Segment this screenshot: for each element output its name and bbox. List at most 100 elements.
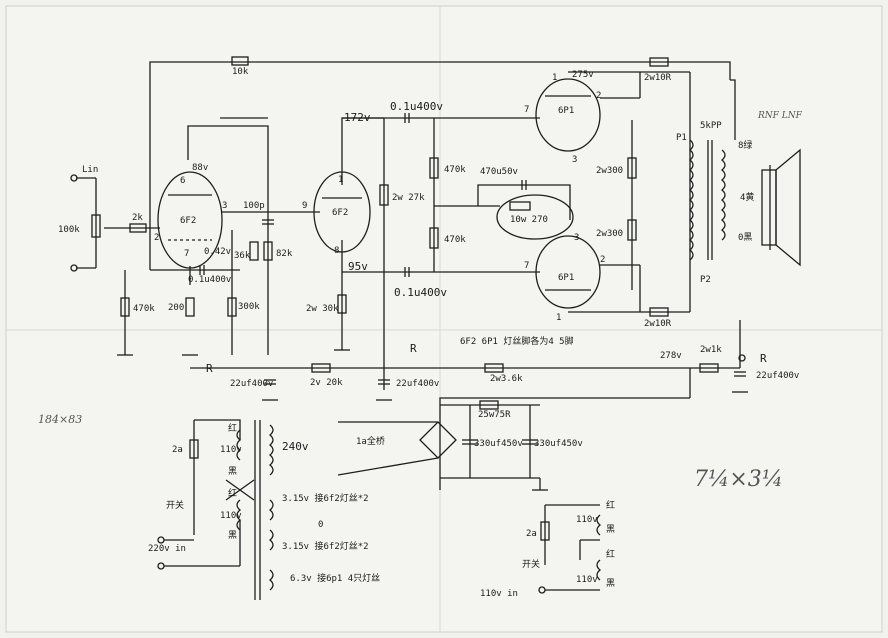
svg-text:R: R	[206, 362, 213, 375]
svg-text:3: 3	[222, 201, 227, 211]
cathode-resistor: 10w 270	[510, 215, 548, 225]
svg-text:黑: 黑	[228, 530, 237, 541]
handwritten-notes: 184×83 7¼×3¼	[38, 413, 783, 492]
output-plate-voltage: 275v	[572, 70, 594, 80]
svg-text:2v 20k: 2v 20k	[310, 378, 343, 388]
svg-text:100p: 100p	[243, 201, 265, 211]
svg-text:25w75R: 25w75R	[478, 410, 511, 420]
svg-text:黑: 黑	[606, 578, 615, 589]
heater-note: 6F2 6P1 灯丝脚各为4 5脚	[460, 335, 574, 347]
supply-labels: 278v 2w1k 2w3.6k 2v 20k 22uf400v 22uf400…	[206, 342, 799, 449]
bridge-rectifier-label: 1a全桥	[356, 435, 385, 447]
stage1-plate-voltage: 88v	[192, 163, 208, 173]
svg-text:1: 1	[338, 175, 343, 185]
svg-text:110v in: 110v in	[480, 589, 518, 599]
svg-text:330uf450v: 330uf450v	[474, 439, 523, 449]
svg-text:2w300: 2w300	[596, 229, 623, 239]
svg-text:2: 2	[596, 91, 601, 101]
stage1-cathode-voltage: 0.42v	[204, 247, 231, 257]
svg-text:7: 7	[524, 105, 529, 115]
svg-text:红: 红	[606, 499, 615, 511]
tube-output-bottom	[535, 235, 601, 309]
svg-text:7: 7	[184, 249, 189, 259]
svg-text:8绿: 8绿	[738, 139, 752, 151]
transformer-windings	[236, 139, 726, 600]
svg-text:红: 红	[228, 487, 237, 499]
svg-text:4黄: 4黄	[740, 191, 754, 203]
svg-text:300k: 300k	[238, 302, 260, 312]
svg-text:2w 27k: 2w 27k	[392, 193, 425, 203]
svg-text:0黑: 0黑	[738, 232, 752, 243]
tube-stage1	[157, 171, 223, 269]
svg-text:P2: P2	[700, 275, 711, 285]
svg-text:2a: 2a	[526, 529, 537, 539]
stage1-tube-label: 6F2	[180, 216, 196, 226]
ot-impedance: 5kPP	[700, 121, 722, 131]
svg-text:36k: 36k	[234, 251, 251, 261]
svg-text:330uf450v: 330uf450v	[534, 439, 583, 449]
svg-text:2: 2	[154, 233, 159, 243]
svg-text:3.15v 接6f2灯丝*2: 3.15v 接6f2灯丝*2	[282, 492, 369, 504]
svg-text:22uf400v: 22uf400v	[756, 371, 799, 381]
capacitors	[199, 113, 746, 445]
svg-text:R: R	[410, 342, 417, 355]
svg-text:22uf400v: 22uf400v	[396, 379, 439, 389]
svg-text:3: 3	[572, 155, 577, 165]
stage1-coupling-cap: 0.1u400v	[188, 275, 231, 285]
svg-text:110v: 110v	[576, 515, 598, 525]
svg-text:2a: 2a	[172, 445, 183, 455]
svg-text:82k: 82k	[276, 249, 293, 259]
alt-wiring-labels: 2a 红 110v 黑 红 110v 黑 开关 110v in	[480, 499, 615, 599]
coupling-cap-top: 0.1u400v	[390, 100, 443, 113]
ground-symbols	[117, 349, 748, 491]
hv-winding-label: 240v	[282, 440, 309, 453]
svg-text:2w 30k: 2w 30k	[306, 304, 339, 314]
stage2-tube-label: 6F2	[332, 208, 348, 218]
stage2-plate-voltage: 172v	[344, 111, 371, 124]
dims-left: 184×83	[38, 413, 82, 426]
tube-output-top	[535, 78, 601, 152]
svg-text:开关: 开关	[166, 499, 184, 511]
pot-label: 100k	[58, 225, 80, 235]
svg-text:R: R	[760, 352, 767, 365]
terminals	[70, 174, 746, 594]
svg-text:220v in: 220v in	[148, 544, 186, 554]
svg-text:2w10R: 2w10R	[644, 319, 672, 329]
svg-text:6: 6	[180, 176, 185, 186]
power-transformer-labels: 2a 红 110v 黑 红 110v 黑 开关 220v in 240v 3.1…	[148, 422, 380, 584]
svg-text:红: 红	[606, 548, 615, 560]
svg-text:7: 7	[524, 261, 529, 271]
output-tube-bottom-label: 6P1	[558, 273, 574, 283]
svg-text:3: 3	[574, 233, 579, 243]
output-tube-top-label: 6P1	[558, 106, 574, 116]
svg-text:8: 8	[334, 246, 339, 256]
wire-network	[76, 61, 771, 591]
speaker-icon	[761, 148, 801, 267]
coupling-cap-bottom: 0.1u400v	[394, 286, 447, 299]
input-label: Lin	[82, 165, 98, 175]
feedback-note: RNF LNF	[757, 111, 803, 121]
svg-text:2w300: 2w300	[596, 166, 623, 176]
stage2-labels: 6F2 172v 1 9 8 95v 2w 30k 2w 27k 0.1u400…	[302, 100, 466, 314]
svg-text:9: 9	[302, 201, 307, 211]
svg-text:红: 红	[228, 422, 237, 434]
svg-text:2w3.6k: 2w3.6k	[490, 374, 523, 384]
feedback-resistor-label: 10k	[232, 67, 249, 77]
grid-resistor-label: 2k	[132, 213, 143, 223]
svg-text:0: 0	[318, 520, 323, 530]
svg-text:1: 1	[556, 313, 561, 323]
svg-text:黑: 黑	[228, 466, 237, 477]
svg-text:200: 200	[168, 303, 184, 313]
svg-text:2w10R: 2w10R	[644, 73, 672, 83]
svg-text:278v: 278v	[660, 351, 682, 361]
output-transformer-labels: 5kPP P1 P2 8绿 4黄 0黑 RNF LNF	[676, 111, 803, 285]
svg-text:470k: 470k	[133, 304, 155, 314]
stage2-cathode-voltage: 95v	[348, 260, 368, 273]
svg-text:110v: 110v	[576, 575, 598, 585]
input-labels: Lin 100k 2k	[58, 165, 143, 235]
svg-text:3.15v 接6f2灯丝*2: 3.15v 接6f2灯丝*2	[282, 540, 369, 552]
svg-text:110v: 110v	[220, 445, 242, 455]
svg-text:22uf400v: 22uf400v	[230, 379, 273, 389]
svg-text:470k: 470k	[444, 235, 466, 245]
